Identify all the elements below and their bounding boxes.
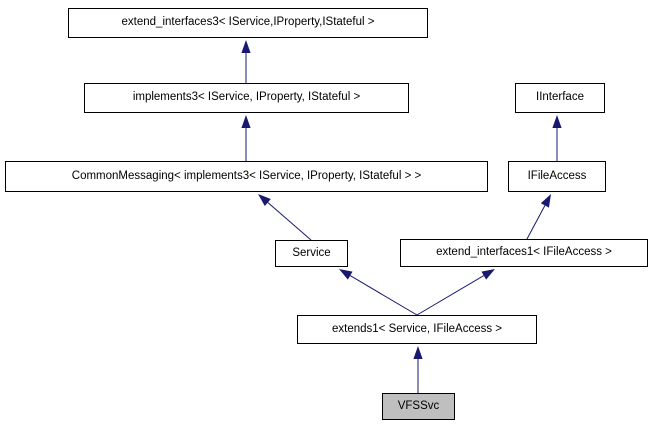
class-node-label: Service (292, 246, 331, 259)
class-node-VFSSvc[interactable]: VFSSvc (382, 393, 455, 420)
class-node-label: VFSSvc (397, 399, 440, 412)
class-node-label: extends1< Service, IFileAccess > (331, 322, 503, 335)
class-node-label: CommonMessaging< implements3< IService, … (71, 169, 422, 182)
edge-extend_interfaces1-to-IFileAccess (526, 194, 551, 240)
edge-implements3-to-extend_interfaces3 (241, 40, 251, 83)
class-node-label: IFileAccess (527, 169, 587, 182)
class-node-extends1[interactable]: extends1< Service, IFileAccess > (297, 315, 537, 344)
edge-extends1-to-Service (339, 269, 418, 316)
class-node-label: extend_interfaces3< IService,IProperty,I… (121, 16, 375, 29)
edge-VFSSvc-to-extends1 (413, 346, 423, 393)
edge-IFileAccess-to-IInterface (552, 115, 562, 161)
class-node-extend_interfaces3[interactable]: extend_interfaces3< IService,IProperty,I… (68, 8, 428, 38)
edge-CommonMessaging-to-implements3 (241, 115, 251, 161)
class-node-label: implements3< IService, IProperty, IState… (132, 91, 361, 104)
class-node-IFileAccess[interactable]: IFileAccess (508, 161, 606, 192)
class-node-extend_interfaces1[interactable]: extend_interfaces1< IFileAccess > (400, 239, 648, 267)
class-node-Service[interactable]: Service (275, 240, 348, 267)
class-node-label: extend_interfaces1< IFileAccess > (436, 246, 612, 259)
class-node-implements3[interactable]: implements3< IService, IProperty, IState… (84, 83, 409, 113)
class-node-IInterface[interactable]: IInterface (515, 83, 605, 113)
edge-extends1-to-extend_interfaces1 (416, 269, 495, 316)
class-node-label: IInterface (536, 91, 584, 104)
class-node-CommonMessaging[interactable]: CommonMessaging< implements3< IService, … (5, 161, 488, 192)
edge-Service-to-CommonMessaging (258, 194, 312, 241)
